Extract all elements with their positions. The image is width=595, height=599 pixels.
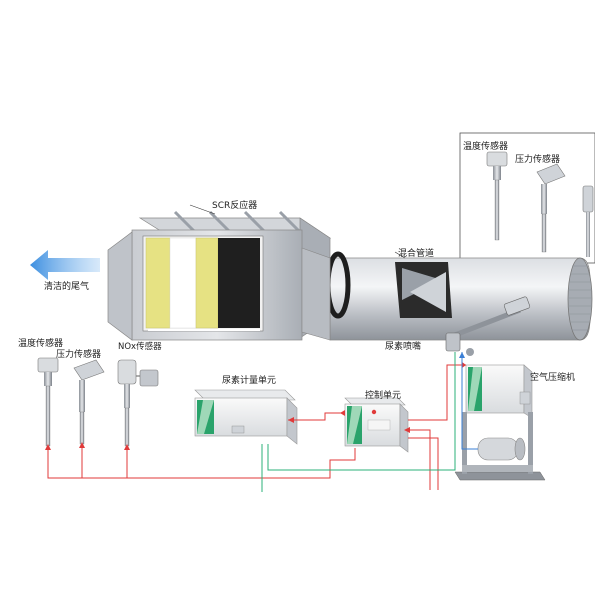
- reactor-outlet-hood: [107, 231, 133, 341]
- catalyst-layer-1: [145, 237, 171, 329]
- status-led: [371, 409, 377, 415]
- signal-line-compressor: [408, 364, 466, 421]
- mixing-pipe: 混合管道 尿素喷嘴: [325, 247, 593, 356]
- scr-reactor-leader: [189, 204, 216, 215]
- urea-nozzle-label: 尿素喷嘴: [385, 340, 421, 352]
- urea-nozzle-assembly: [445, 296, 531, 356]
- left-temp-sensor-label: 温度传感器: [18, 337, 63, 349]
- control-unit: 控制单元: [344, 389, 409, 453]
- signal-line-control-down: [408, 429, 431, 490]
- exhaust-arrow: [30, 250, 100, 280]
- compressor-motor: [477, 437, 519, 461]
- catalyst-layer-2: [195, 237, 219, 329]
- catalyst-gap: [169, 237, 197, 329]
- left-temp-sensor: [37, 357, 59, 447]
- pipe-end-cap: [567, 257, 593, 341]
- inset-pressure-sensor-label: 压力传感器: [515, 153, 560, 165]
- left-sensor-group: 温度传感器 压力传感器 NOx传感器: [18, 337, 162, 447]
- signal-line-temp: [47, 446, 205, 479]
- signal-arrowheads: [45, 362, 466, 450]
- urea-lines: [261, 352, 456, 492]
- reactor-grid: [148, 329, 260, 331]
- signal-line-to-control: [205, 448, 356, 479]
- urea-metering-unit-label: 尿素计量单元: [222, 374, 276, 386]
- scr-reactor-label: SCR反应器: [212, 199, 257, 211]
- air-compressor-label: 空气压缩机: [530, 371, 575, 383]
- signal-line-metering: [288, 412, 345, 421]
- urea-line-to-nozzle: [267, 444, 456, 471]
- sensor-inset: 温度传感器 压力传感器: [459, 132, 595, 264]
- mixing-pipe-leader: [394, 251, 406, 259]
- signal-lines: [47, 364, 466, 490]
- mixing-pipe-label: 混合管道: [398, 247, 434, 259]
- air-compressor: 空气压缩机: [454, 364, 575, 481]
- clean-exhaust-flow: 清洁的尾气: [30, 250, 100, 292]
- inset-pressure-sensor: [536, 163, 566, 253]
- nox-sensor: [117, 359, 159, 447]
- inset-frame: [459, 132, 595, 264]
- left-pressure-sensor-label: 压力传感器: [56, 348, 101, 360]
- inset-extra-sensor: [582, 185, 594, 257]
- pipe-end-fins: [568, 265, 592, 331]
- air-lines: [461, 352, 478, 450]
- urea-metering-unit: 尿素计量单元: [194, 374, 298, 445]
- control-unit-label: 控制单元: [365, 389, 401, 401]
- scr-reactor: SCR反应器: [107, 199, 332, 341]
- catalyst-dark-layer: [218, 238, 260, 328]
- static-mixer: [395, 262, 452, 318]
- clean-exhaust-label: 清洁的尾气: [44, 280, 89, 292]
- nox-sensor-label: NOx传感器: [118, 341, 162, 352]
- inset-temp-sensor-label: 温度传感器: [463, 140, 508, 152]
- air-line-to-nozzle: [461, 352, 478, 450]
- reactor-ribs: [173, 210, 302, 234]
- left-pressure-sensor: [73, 359, 105, 445]
- air-arrowheads: [459, 352, 465, 358]
- inset-temp-sensor: [486, 151, 508, 241]
